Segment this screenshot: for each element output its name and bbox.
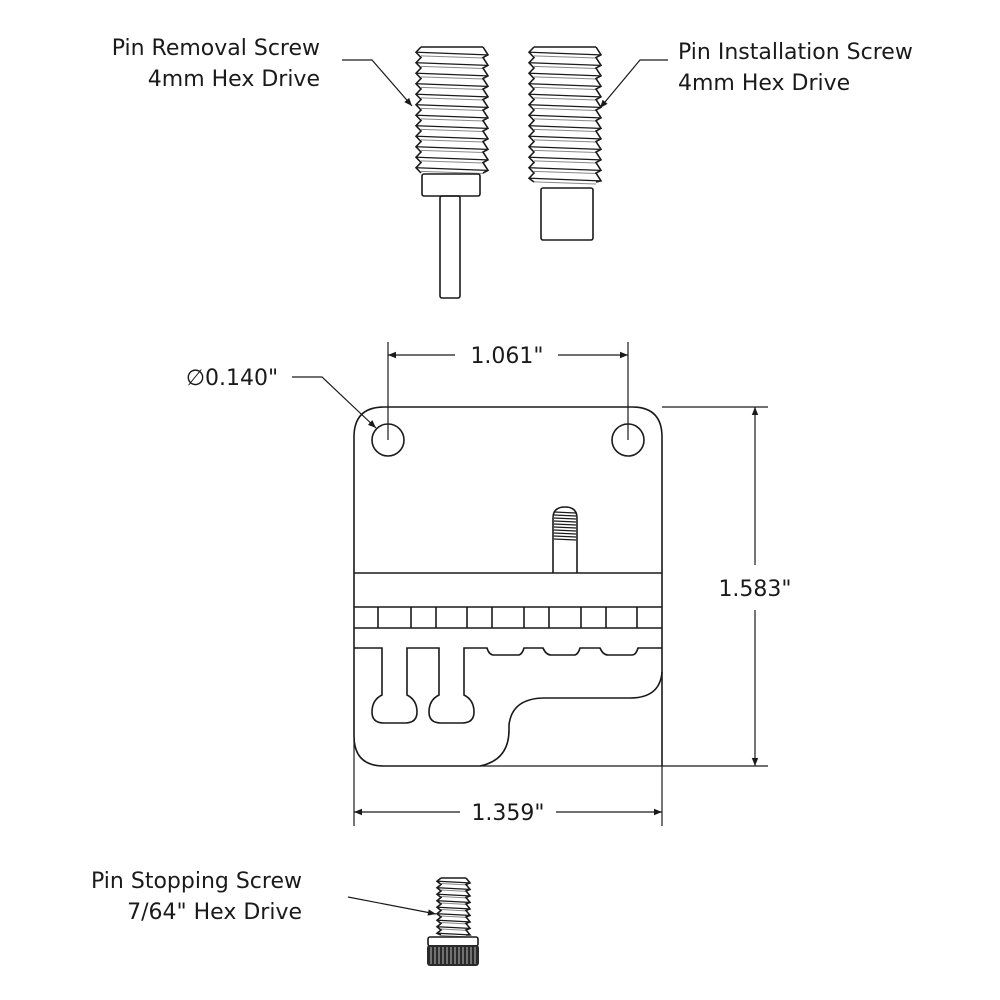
height-value: 1.583" [718, 577, 791, 602]
dimension-hole-diameter: ∅0.140" [186, 366, 377, 429]
stopping-label-line2: 7/64" Hex Drive [127, 900, 302, 925]
screw-thread [435, 877, 472, 938]
screw-thread [527, 46, 603, 185]
pin-stopping-screw [427, 877, 479, 966]
removal-label-line2: 4mm Hex Drive [148, 67, 320, 92]
hole-spacing-value: 1.061" [470, 344, 543, 369]
installation-label-line1: Pin Installation Screw [678, 40, 913, 65]
leader-arrow [342, 59, 413, 107]
screw-thread [414, 46, 490, 175]
bridge-plate [353, 406, 663, 767]
hole-diameter-value: ∅0.140" [186, 366, 278, 391]
stopping-screw-label: Pin Stopping Screw 7/64" Hex Drive [91, 869, 437, 925]
leader-arrow [599, 59, 668, 109]
dimension-hole-spacing: 1.061" [387, 342, 629, 440]
knurled-head [427, 945, 479, 966]
installation-label-line2: 4mm Hex Drive [678, 71, 850, 96]
width-value: 1.359" [471, 801, 544, 826]
stopping-label-line1: Pin Stopping Screw [91, 869, 302, 894]
dimension-width: 1.359" [353, 740, 663, 826]
removal-screw-label: Pin Removal Screw 4mm Hex Drive [112, 36, 413, 107]
installation-screw-label: Pin Installation Screw 4mm Hex Drive [599, 40, 913, 109]
pin-removal-screw [414, 46, 490, 299]
removal-label-line1: Pin Removal Screw [112, 36, 320, 61]
dimension-height: 1.583" [480, 406, 792, 767]
pin-installation-screw [527, 46, 603, 241]
